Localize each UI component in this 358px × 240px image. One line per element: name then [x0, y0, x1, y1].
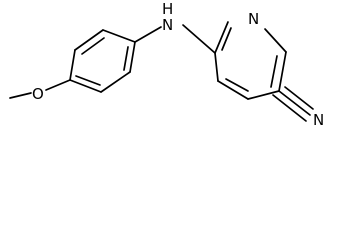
- pyridine-ring: [214, 21, 287, 100]
- methoxy-o-ring-bond: [45, 79, 71, 91]
- aryl-n-bond: [134, 26, 162, 43]
- nitrile-nitrogen-label: N: [313, 111, 324, 127]
- methyl-bond: [9, 92, 32, 99]
- pyridine-nitrogen-label: N: [248, 10, 259, 28]
- methoxy-oxygen-label: O: [32, 85, 44, 103]
- structure-canvas: O H N N N: [9, 0, 325, 127]
- benzene-ring: [69, 29, 136, 93]
- amine-nitrogen-label: N: [162, 16, 173, 34]
- amine-hydrogen-label: H: [162, 0, 173, 18]
- chemical-structure: O H N N N: [9, 0, 324, 127]
- n-pyridine-bond: [182, 24, 216, 54]
- nitrile-group: [272, 86, 314, 122]
